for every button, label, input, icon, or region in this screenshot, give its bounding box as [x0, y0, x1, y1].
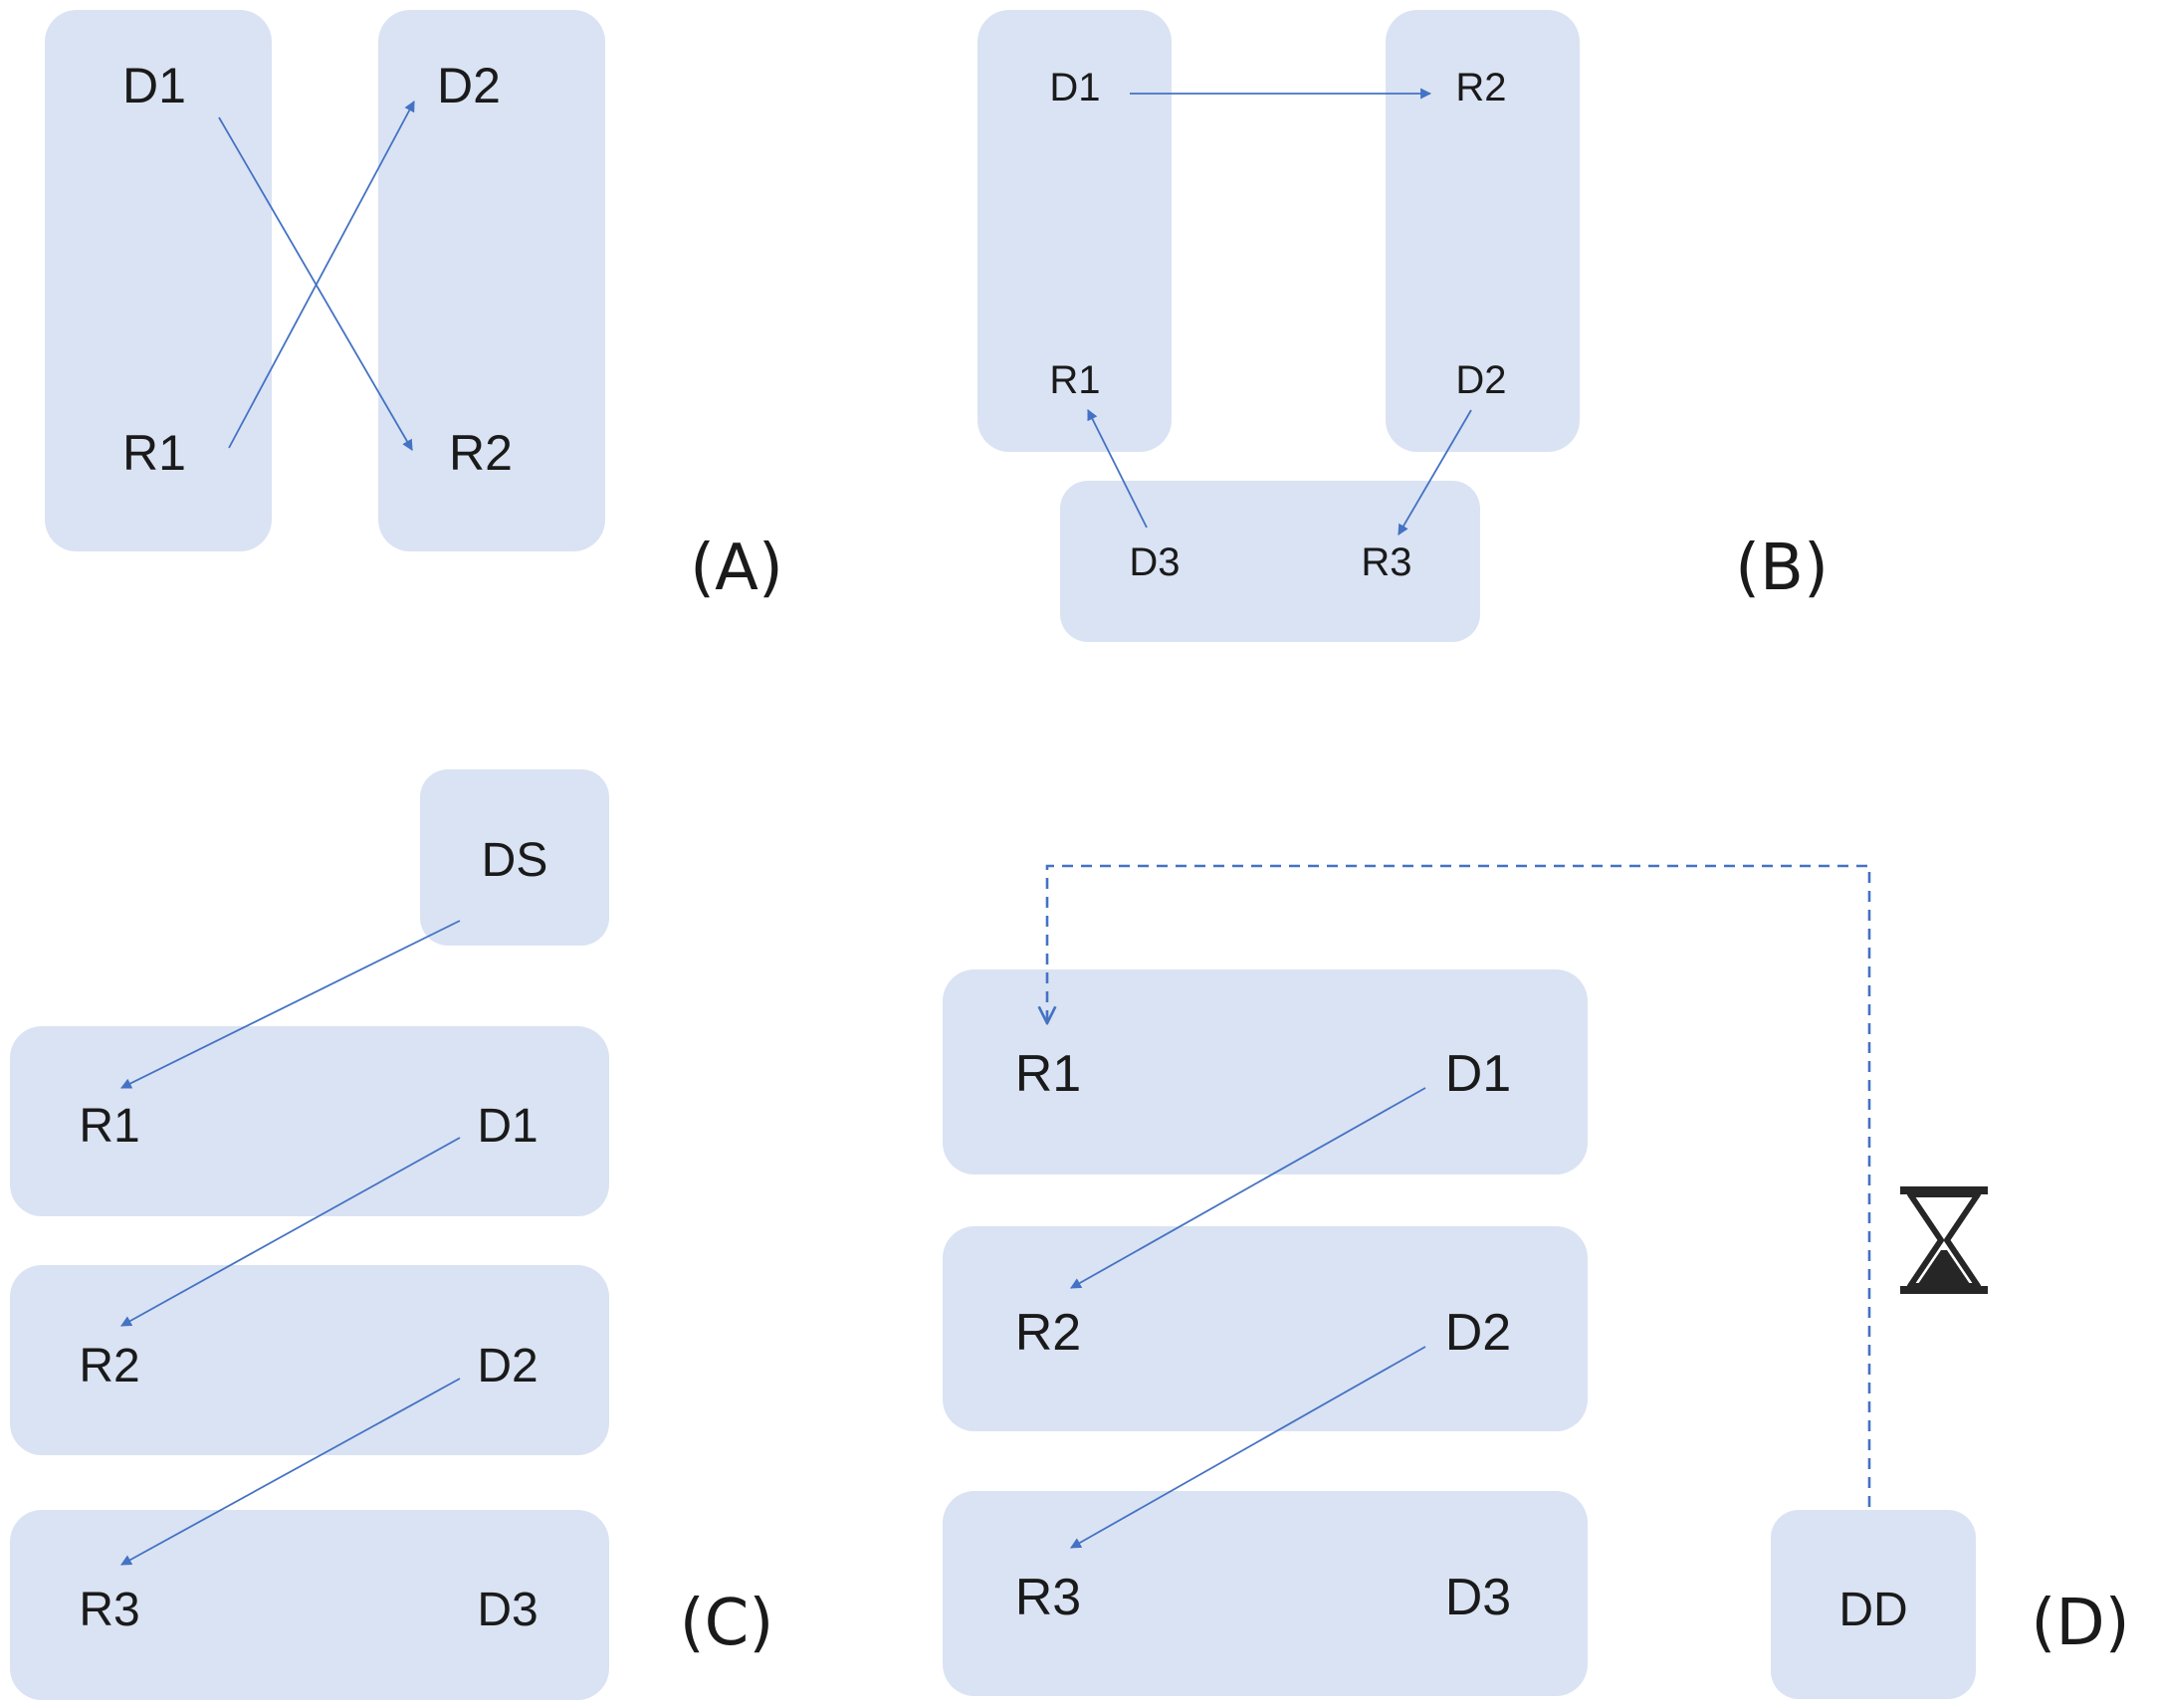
panel-b-node-d2: D2 [1455, 358, 1506, 402]
panel-b-node-r1: R1 [1049, 358, 1100, 402]
panel-a-left-box [45, 10, 272, 551]
panel-d-row-1-box [943, 969, 1588, 1174]
panel-b-label: (B) [1735, 532, 1829, 605]
panel-b-bottom-box [1060, 481, 1480, 642]
panel-d-edge-d1-r2 [1070, 1087, 1426, 1289]
panel-c-edge-d1-r2 [120, 1137, 461, 1327]
panel-b-node-r2: R2 [1455, 66, 1506, 109]
panel-d-node-r1: R1 [1015, 1045, 1081, 1103]
panel-c-ds-box [420, 769, 609, 946]
panel-b-node-d1: D1 [1049, 66, 1100, 109]
panel-c-row-1-box [10, 1026, 609, 1216]
panel-a-node-d2: D2 [437, 58, 501, 113]
panel-a-edge-d1-r2 [218, 116, 413, 451]
panel-d-dd-box [1771, 1510, 1976, 1699]
panel-c-node-d1: D1 [477, 1100, 538, 1153]
panel-a-label: (A) [690, 532, 783, 605]
panel-b-node-d3: D3 [1129, 540, 1180, 584]
panel-c-row-3-box [10, 1510, 609, 1700]
panel-c: DS R1 D1 R2 D2 R3 D3 (C) [10, 769, 773, 1700]
panel-c-label: (C) [680, 1587, 774, 1660]
panel-a: D1 R1 D2 R2 (A) [45, 10, 783, 605]
panel-d-edge-dd-r1-dashed [1047, 864, 1871, 1507]
panel-c-node-r1: R1 [79, 1100, 139, 1153]
panel-d-node-d2: D2 [1445, 1304, 1511, 1362]
panel-c-node-d2: D2 [477, 1340, 538, 1392]
panel-d-row-3-box [943, 1491, 1588, 1696]
panel-a-right-box [378, 10, 605, 551]
panel-d-edge-d2-r3 [1070, 1346, 1426, 1549]
panel-a-edge-r1-d2 [228, 101, 415, 449]
panel-c-edge-ds-r1 [120, 920, 461, 1089]
panel-d: R1 D1 R2 D2 R3 D3 DD (D) [943, 864, 2130, 1699]
panel-a-node-d1: D1 [122, 58, 186, 113]
panel-a-node-r1: R1 [122, 425, 186, 481]
panel-d-node-dd: DD [1838, 1584, 1907, 1636]
hourglass-icon [1900, 1186, 1988, 1294]
panel-c-node-r2: R2 [79, 1340, 139, 1392]
panel-c-row-2-box [10, 1265, 609, 1455]
panel-b-node-r3: R3 [1361, 540, 1411, 584]
panel-c-node-r3: R3 [79, 1584, 139, 1636]
panel-b-edge-d2-r3 [1398, 409, 1472, 535]
panel-b: D1 R1 R2 D2 D3 R3 (B) [977, 10, 1829, 642]
panel-d-label: (D) [2031, 1587, 2129, 1660]
panel-d-node-r2: R2 [1015, 1304, 1081, 1362]
panel-c-node-ds: DS [482, 834, 548, 887]
panel-d-node-d1: D1 [1445, 1045, 1511, 1103]
panel-d-row-2-box [943, 1226, 1588, 1431]
panel-c-node-d3: D3 [477, 1584, 538, 1636]
panel-b-left-box [977, 10, 1172, 452]
panel-b-right-box [1386, 10, 1580, 452]
panel-c-edge-d2-r3 [120, 1378, 461, 1566]
panel-d-node-d3: D3 [1445, 1569, 1511, 1626]
panel-b-edge-d3-r1 [1087, 409, 1148, 529]
panel-a-node-r2: R2 [449, 425, 513, 481]
panel-d-node-r3: R3 [1015, 1569, 1081, 1626]
